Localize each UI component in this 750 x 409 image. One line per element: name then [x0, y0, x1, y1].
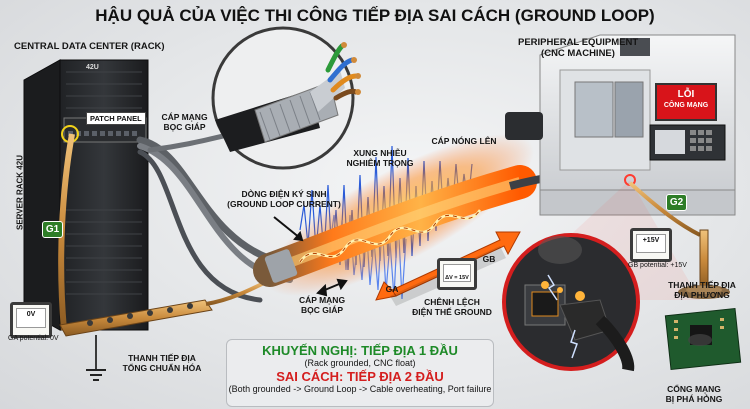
error-screen: LỖI CÔNG MẠNG — [655, 83, 717, 121]
rack-side-label: SERVER RACK 42U — [15, 155, 25, 230]
label-noise: XUNG NHIỄU NGHIÊM TRỌNG — [340, 148, 420, 168]
error-screen-line2: CÔNG MẠNG — [663, 102, 709, 109]
label-busbar-1: THANH TIẾP ĐỊA — [128, 353, 196, 363]
page-title: HẬU QUẢ CỦA VIỆC THI CÔNG TIẾP ĐỊA SAI C… — [95, 6, 655, 25]
label-parasitic-current-1: DÒNG ĐIỆN KÝ SINH — [241, 189, 327, 199]
meter-delta: ΔV = 15V — [437, 258, 477, 290]
error-screen-line1: LỖI — [677, 89, 695, 100]
meter-gb-reading: +15V — [642, 237, 660, 244]
label-shielded-cable-bottom-2: BỌC GIÁP — [300, 305, 344, 315]
section-right-heading: PERIPHERAL EQUIPMENT (CNC MACHINE) — [518, 37, 638, 59]
patch-panel-label: PATCH PANEL — [86, 112, 146, 125]
label-local-ground: THANH TIẾP ĐỊA ĐỊA PHƯƠNG — [657, 280, 747, 300]
local-ground-bar — [678, 229, 730, 299]
label-shielded-cable-top-2: BỌC GIÁP — [163, 122, 206, 132]
section-right-line2: (CNC MACHINE) — [541, 48, 615, 59]
rack-top-badge: 42U — [86, 64, 99, 71]
label-ga: GA — [385, 284, 399, 294]
ground-tag-g2: G2 — [666, 194, 687, 211]
label-busbar-2: TỔNG CHUẨN HÓA — [122, 363, 202, 373]
ground-busbar — [59, 278, 271, 381]
label-shielded-cable-top-1: CÁP MẠNG — [161, 112, 208, 122]
label-gb: GB — [482, 254, 496, 264]
label-potential-diff-2: ĐIỆN THẾ GROUND — [412, 307, 492, 317]
meter-gb-caption: GB potential: +15V — [628, 262, 687, 269]
section-right-line1: PERIPHERAL EQUIPMENT — [518, 37, 639, 48]
meter-delta-face — [443, 264, 471, 282]
circuit-board — [664, 307, 742, 371]
meter-delta-reading: ΔV = 15V — [445, 275, 469, 281]
ground-tag-g1: G1 — [42, 221, 63, 238]
label-shielded-cable-top: CÁP MẠNG BỌC GIÁP — [147, 112, 222, 132]
label-noise-1: XUNG NHIỄU — [353, 148, 407, 158]
label-busbar: THANH TIẾP ĐỊA TỔNG CHUẨN HÓA — [114, 353, 210, 373]
label-cable-hot: CÁP NÓNG LÊN — [431, 136, 497, 146]
current-arrows — [273, 216, 348, 297]
wrong-text: SAI CÁCH: TIẾP ĐỊA 2 ĐẦU — [276, 369, 444, 384]
section-left-heading: CENTRAL DATA CENTER (RACK) — [14, 41, 165, 52]
label-local-ground-1: THANH TIẾP ĐỊA — [668, 280, 736, 290]
label-noise-2: NGHIÊM TRỌNG — [346, 158, 414, 168]
meter-ga: 0V — [10, 302, 52, 338]
meter-gb-face — [636, 234, 666, 253]
recommend-text: KHUYẾN NGHỊ: TIẾP ĐỊA 1 ĐẦU — [262, 343, 458, 358]
label-shielded-cable-bottom: CÁP MẠNG BỌC GIÁP — [286, 295, 358, 315]
label-port-damaged: CỔNG MẠNG BỊ PHÁ HỎNG — [654, 384, 734, 404]
label-parasitic-current: DÒNG ĐIỆN KÝ SINH (GROUND LOOP CURRENT) — [226, 189, 342, 209]
recommend-subtext: (Rack grounded, CNC float) — [304, 358, 416, 368]
label-potential-diff: CHÊNH LỆCH ĐIỆN THẾ GROUND — [404, 297, 500, 317]
label-parasitic-current-2: (GROUND LOOP CURRENT) — [227, 199, 341, 209]
server-rack — [23, 59, 149, 331]
meter-ga-face — [16, 308, 46, 328]
info-box: KHUYẾN NGHỊ: TIẾP ĐỊA 1 ĐẦU (Rack ground… — [226, 339, 494, 407]
meter-ga-reading: 0V — [26, 311, 36, 318]
label-local-ground-2: ĐỊA PHƯƠNG — [674, 290, 730, 300]
label-port-damaged-2: BỊ PHÁ HỎNG — [665, 394, 723, 404]
cable-closeup — [211, 26, 361, 170]
label-shielded-cable-bottom-1: CÁP MẠNG — [298, 295, 346, 305]
label-potential-diff-1: CHÊNH LỆCH — [424, 297, 480, 307]
meter-gb: +15V — [630, 228, 672, 262]
label-port-damaged-1: CỔNG MẠNG — [667, 384, 721, 394]
damaged-port-closeup — [502, 233, 640, 372]
wrong-subtext: (Both grounded -> Ground Loop -> Cable o… — [228, 384, 492, 394]
meter-ga-caption: GA potential: 0V — [8, 335, 59, 342]
